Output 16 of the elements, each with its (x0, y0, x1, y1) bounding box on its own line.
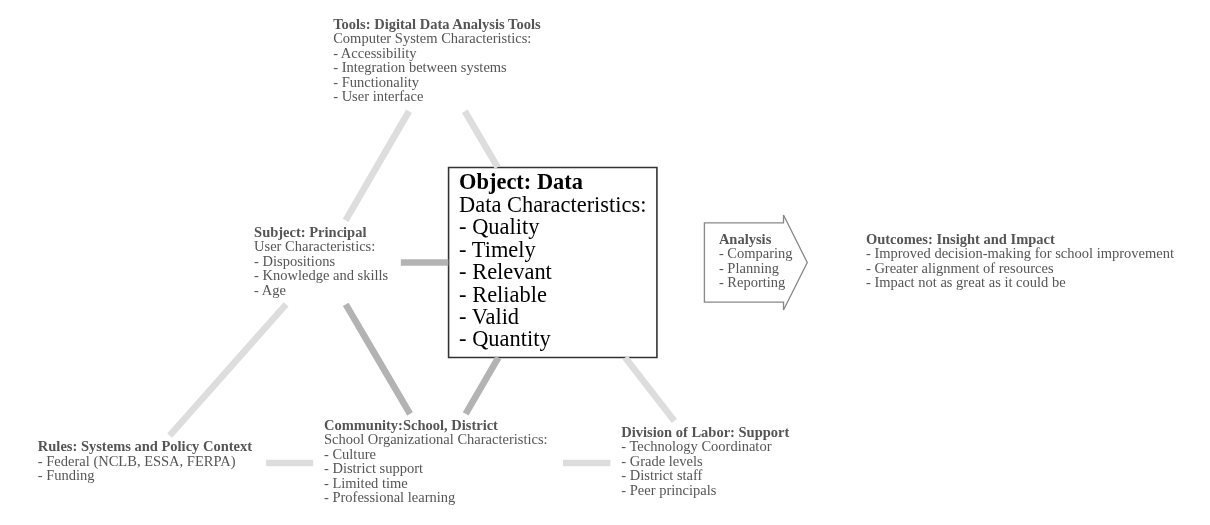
node-text: Rules: Systems and Policy Context - Federal (NCLB, ESSA, FERPA) - Funding (37, 438, 252, 484)
node-text: Division of Labor: Support - Technology Coordinator - Grade levels - District staff - Peer principals (620, 423, 789, 498)
node-text: Subject: Principal User Characteristics: - Dispositions - Knowledge and skills - Age (253, 223, 388, 298)
node-text: Community:School, District School Organizational Characteristics: - Culture - District support - Limited time - Professional learning (323, 416, 548, 506)
connector (622, 355, 677, 424)
connector (461, 109, 500, 169)
connector (265, 459, 313, 467)
connector (400, 259, 448, 266)
connector (342, 302, 413, 416)
node-box: Object: Data Data Characteristics: - Quality - Timely - Relevant - Reliable - Valid - Quantity (447, 166, 658, 359)
node-text: Outcomes: Insight and Impact - Improved decision-making for school improvement - Greater alignment of resources - Impact not as great as it could be (865, 230, 1174, 291)
connector (166, 302, 289, 438)
connector (562, 459, 610, 467)
connector (462, 355, 501, 416)
node-text: Tools: Digital Data Analysis Tools Computer System Characteristics: - Accessibility - Integration between systems - Functionality - User interface (332, 15, 541, 105)
connector (342, 109, 412, 223)
